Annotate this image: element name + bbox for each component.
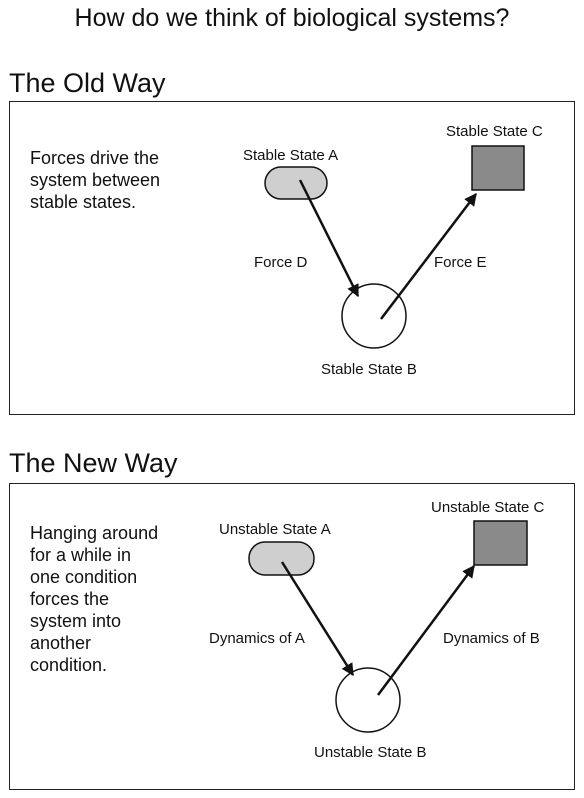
new-desc-line-2: for a while in	[30, 545, 132, 565]
old-state-b-label: Stable State B	[321, 361, 417, 378]
new-desc-line-6: another	[30, 633, 92, 653]
new-dynamics-b-label: Dynamics of B	[443, 630, 540, 647]
page-title: How do we think of biological systems?	[74, 4, 510, 32]
old-state-a-label: Stable State A	[243, 147, 339, 164]
new-state-b-label: Unstable State B	[314, 744, 427, 761]
new-desc-line-4: forces the	[30, 589, 110, 609]
old-force-d-label: Force D	[254, 254, 308, 271]
new-dynamics-a-arrow	[280, 561, 355, 677]
new-state-b-circle-shape	[335, 667, 401, 733]
new-state-a-label: Unstable State A	[219, 521, 331, 538]
new-desc-line-1: Hanging around	[30, 523, 159, 543]
new-desc-line-5: system into	[30, 611, 122, 631]
old-force-e-label: Force E	[434, 254, 487, 271]
new-desc-line-3: one condition	[30, 567, 138, 587]
old-state-c-square-shape	[471, 145, 525, 191]
old-desc-line-3: stable states.	[30, 192, 137, 212]
old-state-b-circle-shape	[341, 283, 407, 349]
old-way-description: Forces drive the system between stable s…	[30, 147, 160, 213]
old-force-e-arrow	[380, 193, 477, 320]
old-way-heading: The Old Way	[9, 68, 166, 98]
new-state-c-square-shape	[473, 520, 528, 566]
new-dynamics-b-arrow	[376, 564, 476, 696]
new-state-c-label: Unstable State C	[431, 499, 545, 516]
old-desc-line-2: system between	[30, 170, 161, 190]
new-state-a-pill-shape	[248, 541, 315, 576]
new-way-description: Hanging around for a while in one condit…	[30, 522, 158, 676]
old-desc-line-1: Forces drive the	[30, 148, 160, 168]
old-force-d-arrow	[298, 179, 360, 298]
new-dynamics-a-label: Dynamics of A	[209, 630, 305, 647]
old-state-c-label: Stable State C	[446, 123, 543, 140]
old-state-a-pill-shape	[264, 166, 328, 200]
new-desc-line-7: condition.	[30, 655, 108, 675]
new-way-heading: The New Way	[9, 448, 178, 478]
